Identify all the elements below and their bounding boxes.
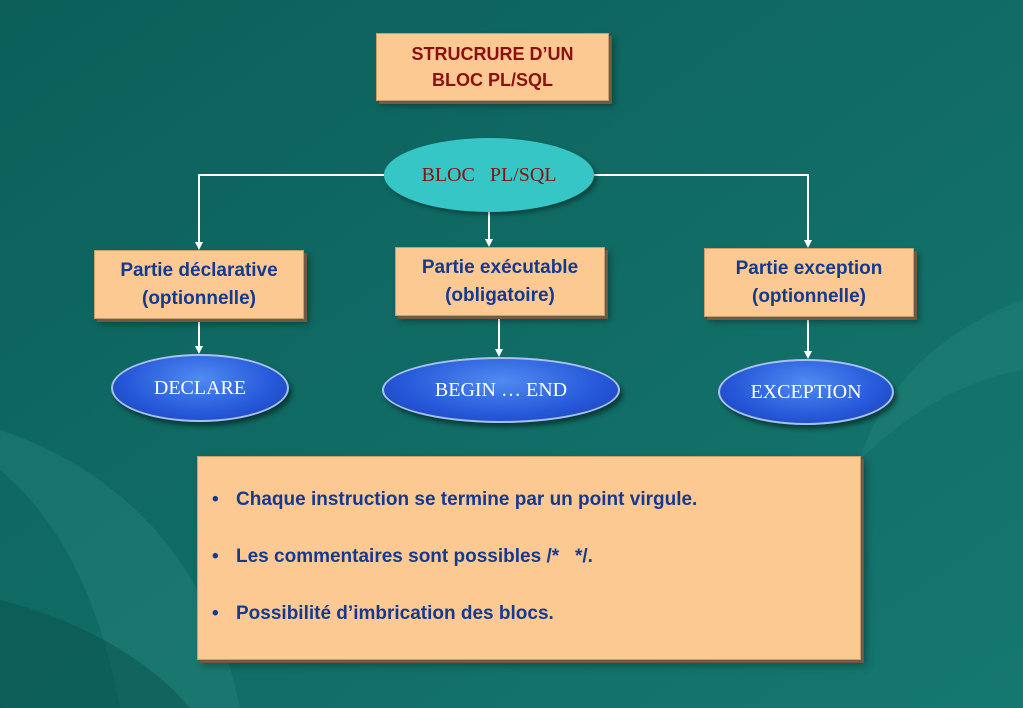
connector-root-to-decl: [195, 174, 384, 250]
note-item: • Possibilité d’imbrication des blocs.: [212, 601, 860, 627]
note-text: Possibilité d’imbrication des blocs.: [236, 603, 554, 624]
part-executable-line-1: Partie exécutable: [421, 256, 579, 278]
title-line-1: STRUCRURE D’UN: [411, 44, 574, 64]
keyword-declare-label: DECLARE: [153, 376, 247, 399]
connector-root-to-exc: [594, 174, 812, 248]
keyword-begin-end-label: BEGIN … END: [434, 378, 568, 401]
part-declarative-line-2: (optionnelle): [142, 287, 256, 309]
part-exception-line-1: Partie exception: [735, 257, 883, 279]
note-item: • Chaque instruction se termine par un po…: [212, 487, 860, 513]
note-item: • Les commentaires sont possibles /* */.: [212, 544, 860, 570]
part-executable-box: Partie exécutable (obligatoire): [395, 247, 605, 316]
part-exception-box: Partie exception (optionnelle): [704, 248, 914, 317]
keyword-exception-node: EXCEPTION: [718, 359, 894, 425]
bullet-icon: •: [212, 489, 219, 510]
keyword-exception-label: EXCEPTION: [750, 380, 862, 403]
diagram-title: STRUCRURE D’UN BLOC PL/SQL: [376, 33, 609, 101]
part-declarative-line-1: Partie déclarative: [120, 259, 278, 281]
part-executable-line-2: (obligatoire): [445, 284, 555, 306]
keyword-declare-node: DECLARE: [111, 354, 289, 422]
part-declarative-box: Partie déclarative (optionnelle): [94, 250, 304, 319]
notes-list: • Chaque instruction se termine par un po…: [212, 487, 860, 627]
part-exception-line-2: (optionnelle): [752, 285, 866, 307]
bullet-icon: •: [212, 603, 219, 624]
note-text: Chaque instruction se termine par un poi…: [236, 489, 698, 510]
root-node-label: BLOC PL/SQL: [421, 163, 557, 186]
bullet-icon: •: [212, 546, 219, 567]
title-line-2: BLOC PL/SQL: [432, 70, 553, 90]
keyword-begin-end-node: BEGIN … END: [382, 357, 620, 423]
note-text: Les commentaires sont possibles /* */.: [236, 546, 593, 567]
notes-box: • Chaque instruction se termine par un po…: [197, 456, 861, 660]
root-node-bloc-plsql: BLOC PL/SQL: [384, 138, 594, 212]
